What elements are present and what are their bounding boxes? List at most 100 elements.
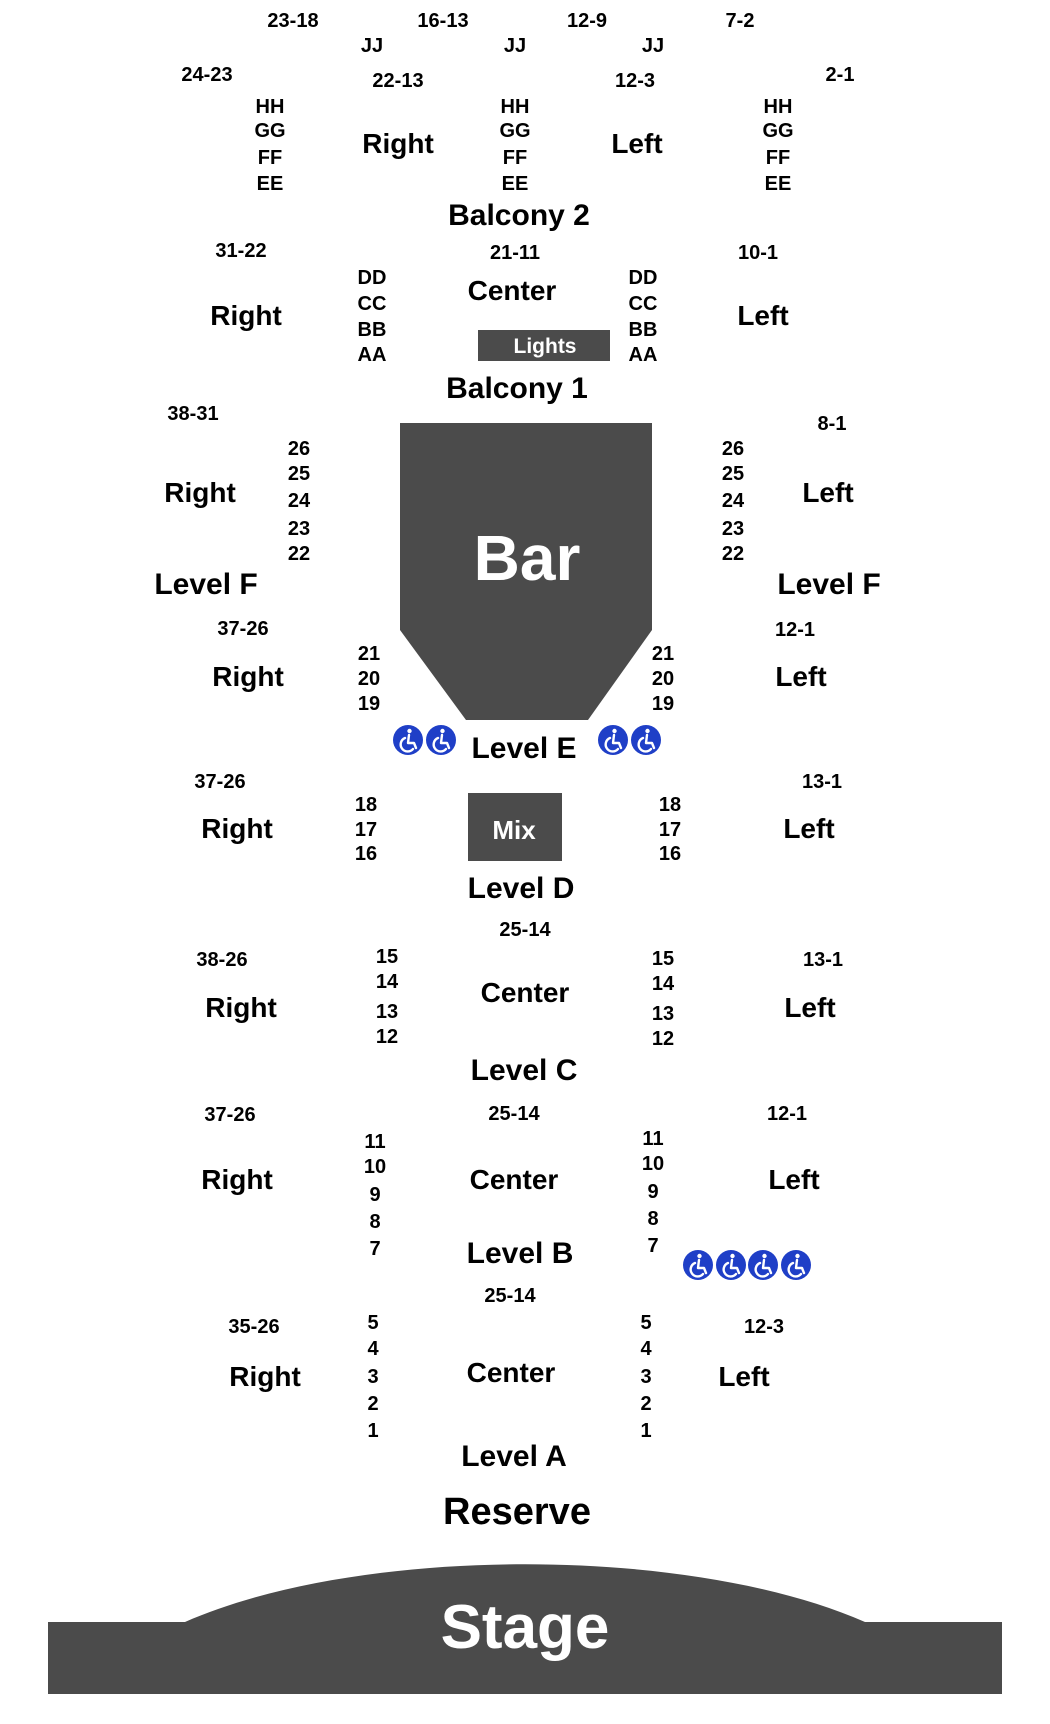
section-label: Right xyxy=(212,661,284,692)
seat-label: 1 xyxy=(640,1420,651,1442)
section-label: Center xyxy=(468,275,557,306)
seat-label: 17 xyxy=(355,819,377,841)
seat-label: 12-3 xyxy=(615,70,655,92)
seat-label: 20 xyxy=(652,668,674,690)
seat-label: 11 xyxy=(364,1131,385,1153)
level-label: Level B xyxy=(467,1237,574,1270)
section-label: Center xyxy=(467,1357,556,1388)
seat-label: 21 xyxy=(358,643,380,665)
seat-label: 16-13 xyxy=(417,10,468,32)
seat-label: 21 xyxy=(652,643,674,665)
seat-label: 13-1 xyxy=(802,771,842,793)
seat-label: FF xyxy=(258,147,282,169)
seat-label: 12 xyxy=(376,1026,398,1048)
seat-label: 17 xyxy=(659,819,681,841)
seat-label: 9 xyxy=(647,1181,658,1203)
seat-label: 16 xyxy=(659,843,681,865)
seat-label: 13-1 xyxy=(803,949,843,971)
seat-label: 13 xyxy=(376,1001,398,1023)
level-label: Balcony 2 xyxy=(448,199,590,232)
seat-label: 26 xyxy=(722,438,744,460)
section-label: Left xyxy=(611,128,662,159)
seat-label: AA xyxy=(629,344,658,366)
level-label: Level F xyxy=(154,568,257,601)
stage-label: Stage xyxy=(441,1593,610,1662)
section-label: Center xyxy=(470,1164,559,1195)
seat-label: 25 xyxy=(288,463,310,485)
seat-label: 37-26 xyxy=(217,618,268,640)
seat-label: 22 xyxy=(722,543,744,565)
section-label: Left xyxy=(784,992,835,1023)
level-label: Level A xyxy=(461,1440,567,1473)
section-label: Right xyxy=(229,1361,301,1392)
seat-label: CC xyxy=(629,293,658,315)
seat-label: 23 xyxy=(722,518,744,540)
seat-label: 23-18 xyxy=(267,10,318,32)
seat-label: 14 xyxy=(652,973,675,995)
seat-label: 8 xyxy=(369,1211,380,1233)
stage-block xyxy=(48,1564,1002,1694)
level-label: Level E xyxy=(471,732,576,765)
level-label: Level D xyxy=(468,872,575,905)
seat-label: AA xyxy=(358,344,387,366)
seat-label: GG xyxy=(499,120,530,142)
section-label: Left xyxy=(737,300,788,331)
seat-label: 1 xyxy=(367,1420,378,1442)
seat-label: JJ xyxy=(361,35,383,57)
section-label: Left xyxy=(802,477,853,508)
seat-label: BB xyxy=(358,319,387,341)
seat-label: DD xyxy=(629,267,658,289)
mix-label: Mix xyxy=(492,815,536,845)
seat-label: 26 xyxy=(288,438,310,460)
lights-block xyxy=(478,330,610,361)
seat-label: 11 xyxy=(642,1128,663,1150)
reserve-label: Reserve xyxy=(443,1491,591,1533)
seat-label: CC xyxy=(358,293,387,315)
seat-label: 25-14 xyxy=(499,919,551,941)
seat-label: EE xyxy=(257,173,284,195)
section-label: Left xyxy=(718,1361,769,1392)
wheelchair-icon xyxy=(681,1248,715,1282)
seat-label: 10 xyxy=(642,1153,664,1175)
seat-label: JJ xyxy=(504,35,526,57)
wheelchair-icon xyxy=(391,723,425,757)
seat-label: 38-31 xyxy=(167,403,218,425)
seat-label: FF xyxy=(503,147,527,169)
seat-label: 12 xyxy=(652,1028,674,1050)
seat-label: EE xyxy=(502,173,529,195)
section-label: Right xyxy=(205,992,277,1023)
wheelchair-icon xyxy=(746,1248,780,1282)
seat-label: 13 xyxy=(652,1003,674,1025)
seat-label: 5 xyxy=(367,1312,378,1334)
seat-label: FF xyxy=(766,147,790,169)
seat-label: 14 xyxy=(376,971,399,993)
seat-label: 15 xyxy=(376,946,398,968)
seat-label: 18 xyxy=(659,794,681,816)
seat-label: 8 xyxy=(647,1208,658,1230)
wheelchair-icon xyxy=(424,723,458,757)
seat-label: 2-1 xyxy=(826,64,855,86)
bar-block xyxy=(400,423,652,720)
seat-label: EE xyxy=(765,173,792,195)
seat-label: 24 xyxy=(288,490,311,512)
seat-label: HH xyxy=(501,96,530,118)
seat-label: 22 xyxy=(288,543,310,565)
seat-label: GG xyxy=(254,120,285,142)
level-label: Level C xyxy=(471,1054,578,1087)
seat-label: 7 xyxy=(647,1235,658,1257)
seat-label: JJ xyxy=(642,35,664,57)
level-label: Level F xyxy=(777,568,880,601)
seat-label: 19 xyxy=(652,693,674,715)
section-label: Right xyxy=(201,813,273,844)
seat-label: 10 xyxy=(364,1156,386,1178)
seat-label: 37-26 xyxy=(204,1104,255,1126)
seat-label: 5 xyxy=(640,1312,651,1334)
seat-label: 7-2 xyxy=(726,10,755,32)
seat-label: 2 xyxy=(640,1393,651,1415)
seat-label: 25-14 xyxy=(484,1285,536,1307)
seat-label: 15 xyxy=(652,948,674,970)
wheelchair-icon xyxy=(714,1248,748,1282)
seat-label: 3 xyxy=(367,1366,378,1388)
seat-label: 37-26 xyxy=(194,771,245,793)
seat-label: 22-13 xyxy=(372,70,423,92)
